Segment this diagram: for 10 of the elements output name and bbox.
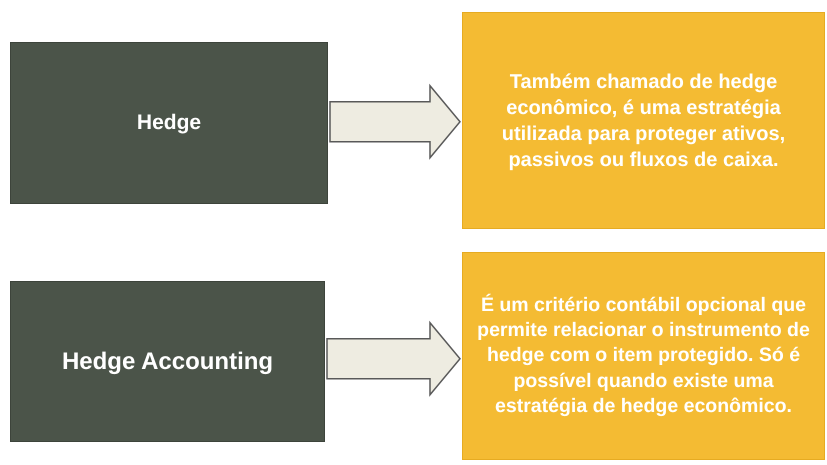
term-label: Hedge Accounting: [62, 346, 274, 377]
term-box: [10, 42, 328, 204]
term-box: [10, 281, 325, 442]
definition-box: [462, 252, 825, 460]
block-arrow: [329, 84, 461, 160]
definition-text: Também chamado de hedge econômico, é uma estratégia utilizada para proteger ativos, passivos ou fluxos de caixa.: [500, 70, 786, 172]
definition-text: É um critério contábil opcional que permite relacionar o instrumento de hedge com o item protegido. Só é possível quando existe uma estratégia de hedge econômico.: [476, 292, 811, 420]
block-arrow: [326, 320, 461, 397]
definition-box: [462, 12, 825, 229]
term-label: Hedge: [136, 110, 202, 136]
